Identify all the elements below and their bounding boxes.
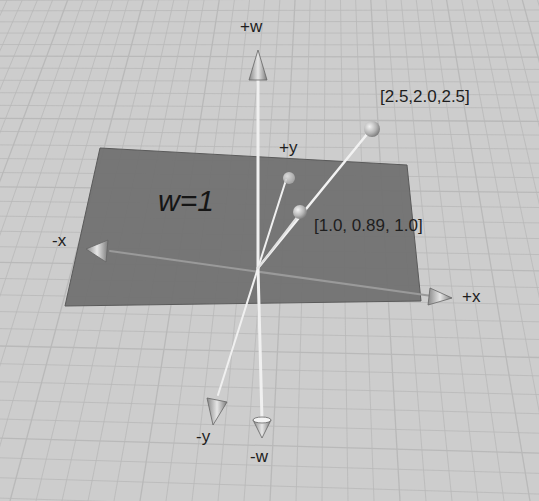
point-sphere	[293, 205, 307, 219]
arrow-cone	[207, 398, 227, 425]
arrow-cone	[428, 288, 452, 305]
plane-label: w=1	[158, 184, 214, 218]
arrow-cone	[86, 240, 108, 262]
arrow-cone	[249, 50, 267, 80]
coordinate-label: [1.0, 0.89, 1.0]	[314, 217, 423, 236]
axis-label: +x	[462, 288, 480, 307]
axis-label: -w	[250, 448, 268, 467]
axis-label: +y	[279, 139, 297, 158]
axis-lines	[110, 75, 432, 420]
coordinate-label: [2.5,2.0,2.5]	[380, 88, 470, 107]
axis-label: -x	[52, 232, 66, 251]
axis-label: +w	[240, 18, 262, 37]
axis-label: -y	[196, 428, 210, 447]
point-sphere	[364, 121, 380, 137]
point-sphere	[283, 172, 295, 184]
